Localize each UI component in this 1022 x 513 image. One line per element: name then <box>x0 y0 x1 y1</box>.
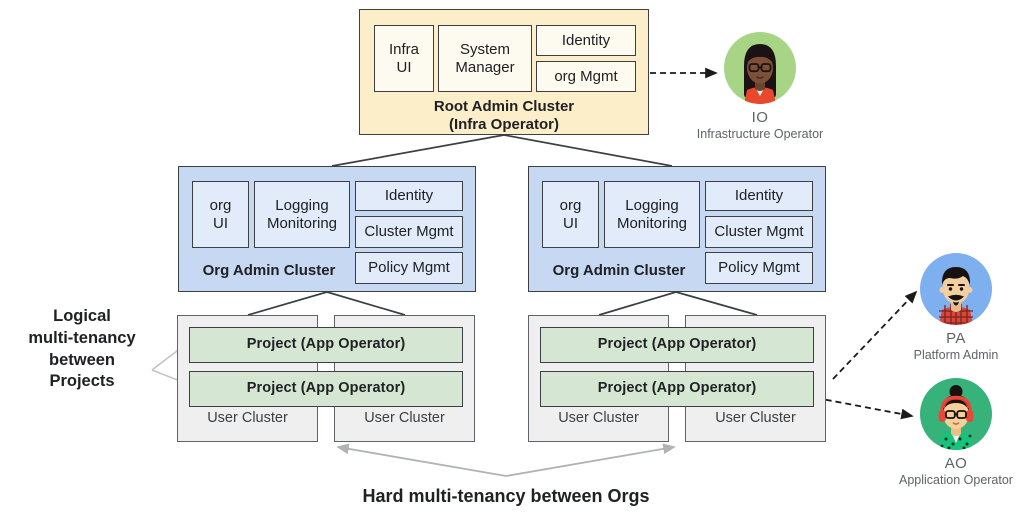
org-left-component-logging-monitoring[interactable]: Logging Monitoring <box>254 181 350 248</box>
user-cluster-left-2-label: User Cluster <box>364 409 445 426</box>
user-cluster-left-1-label: User Cluster <box>207 409 288 426</box>
io-avatar-art <box>744 44 776 104</box>
persona-ao[interactable]: AO Application Operator <box>886 378 1022 487</box>
org-left-component-org-ui[interactable]: org UI <box>192 181 249 248</box>
org-admin-cluster-left[interactable]: org UI Logging Monitoring Identity Clust… <box>178 166 476 292</box>
org-right-component-cluster-mgmt-label: Cluster Mgmt <box>714 223 804 241</box>
org-left-component-policy-mgmt[interactable]: Policy Mgmt <box>355 252 463 284</box>
org-left-component-logging-monitoring-label: Logging Monitoring <box>266 196 338 232</box>
org-left-component-policy-mgmt-label: Policy Mgmt <box>368 259 450 277</box>
root-component-identity-label: Identity <box>561 31 611 49</box>
root-component-org-mgmt-label: org Mgmt <box>554 67 618 85</box>
user-cluster-right-1-label: User Cluster <box>558 409 639 426</box>
org-right-component-org-ui[interactable]: org UI <box>542 181 599 248</box>
org-right-component-org-ui-label: org UI <box>559 196 582 232</box>
project-right-2[interactable]: Project (App Operator) <box>540 371 814 407</box>
logical-multitenancy-note-line-4: Projects <box>49 372 115 391</box>
org-right-component-policy-mgmt[interactable]: Policy Mgmt <box>705 252 813 284</box>
root-to-org-connectors <box>331 134 673 167</box>
user-cluster-group-right: User Cluster User Cluster Project (App O… <box>528 315 826 442</box>
org-left-component-identity-label: Identity <box>384 187 434 205</box>
logical-multitenancy-note: Logical multi-tenancy between Projects <box>12 306 152 393</box>
org-left-component-cluster-mgmt[interactable]: Cluster Mgmt <box>355 216 463 248</box>
ao-avatar-art <box>938 385 974 450</box>
root-admin-cluster-title: Root Admin Cluster (Infra Operator) <box>433 98 575 133</box>
org-right-component-identity-label: Identity <box>734 187 784 205</box>
logical-multitenancy-note-line-2: multi-tenancy <box>28 328 136 347</box>
project-right-2-label: Project (App Operator) <box>597 380 757 397</box>
persona-pa[interactable]: PA Platform Admin <box>886 253 1022 362</box>
root-component-org-mgmt[interactable]: org Mgmt <box>536 61 636 92</box>
org-left-component-org-ui-label: org UI <box>209 196 232 232</box>
persona-pa-code: PA <box>946 330 966 347</box>
persona-io-role: Infrastructure Operator <box>696 127 824 141</box>
org-to-usercluster-connectors <box>247 291 758 316</box>
logical-multitenancy-note-line-3: between <box>48 350 116 369</box>
root-admin-cluster[interactable]: Infra UI System Manager Identity org Mgm… <box>359 9 649 135</box>
user-cluster-right-2-label: User Cluster <box>715 409 796 426</box>
persona-io[interactable]: IO Infrastructure Operator <box>690 32 830 141</box>
org-left-component-cluster-mgmt-label: Cluster Mgmt <box>364 223 454 241</box>
org-right-component-logging-monitoring[interactable]: Logging Monitoring <box>604 181 700 248</box>
user-cluster-group-left: User Cluster User Cluster Project (App O… <box>177 315 475 442</box>
project-right-1[interactable]: Project (App Operator) <box>540 327 814 363</box>
root-component-system-manager[interactable]: System Manager <box>438 25 532 92</box>
persona-io-code: IO <box>751 109 769 126</box>
org-right-component-cluster-mgmt[interactable]: Cluster Mgmt <box>705 216 813 248</box>
project-left-2[interactable]: Project (App Operator) <box>189 371 463 407</box>
project-right-1-label: Project (App Operator) <box>597 336 757 353</box>
logical-multitenancy-note-line-1: Logical <box>53 307 111 325</box>
persona-ao-code: AO <box>944 455 968 472</box>
org-admin-cluster-right[interactable]: org UI Logging Monitoring Identity Clust… <box>528 166 826 292</box>
root-component-infra-ui-label: Infra UI <box>388 40 419 76</box>
man-mustache-avatar <box>920 253 992 325</box>
root-component-infra-ui[interactable]: Infra UI <box>374 25 434 92</box>
org-right-component-identity[interactable]: Identity <box>705 181 813 211</box>
hard-multitenancy-arrow <box>336 443 676 477</box>
project-left-1-label: Project (App Operator) <box>246 336 406 353</box>
persona-pa-role: Platform Admin <box>913 348 999 362</box>
org-right-component-policy-mgmt-label: Policy Mgmt <box>718 259 800 277</box>
project-left-2-label: Project (App Operator) <box>246 380 406 397</box>
hard-multitenancy-note: Hard multi-tenancy between Orgs <box>362 486 650 506</box>
org-admin-cluster-left-title: Org Admin Cluster <box>202 262 336 279</box>
org-admin-cluster-right-title: Org Admin Cluster <box>552 262 686 279</box>
woman-headphones-avatar <box>920 378 992 450</box>
root-component-system-manager-label: System Manager <box>455 40 515 76</box>
persona-ao-role: Application Operator <box>899 473 1013 487</box>
project-left-1[interactable]: Project (App Operator) <box>189 327 463 363</box>
woman-glasses-avatar <box>724 32 796 104</box>
root-component-identity[interactable]: Identity <box>536 25 636 56</box>
org-right-component-logging-monitoring-label: Logging Monitoring <box>616 196 688 232</box>
org-left-component-identity[interactable]: Identity <box>355 181 463 211</box>
pa-avatar-art <box>939 267 973 325</box>
